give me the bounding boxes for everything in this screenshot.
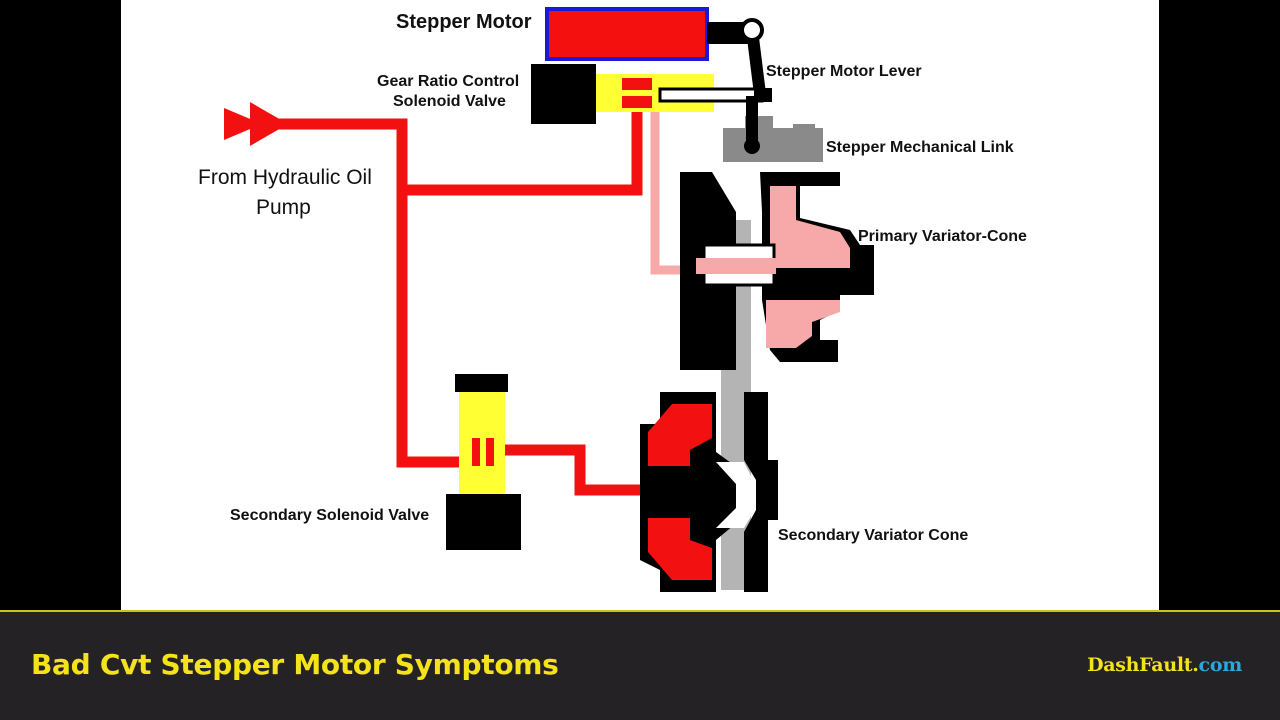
label-secondary-variator-cone: Secondary Variator Cone — [778, 527, 968, 544]
gear-ratio-solenoid-coil — [531, 64, 596, 124]
label-from-pump-line2: Pump — [256, 196, 311, 219]
pump-arrow-icon — [224, 102, 288, 146]
oil-lines — [270, 95, 688, 496]
page-title: Bad Cvt Stepper Motor Symptoms — [31, 648, 559, 681]
label-gear-ratio-line2: Solenoid Valve — [393, 93, 506, 110]
label-stepper-motor: Stepper Motor — [396, 11, 532, 33]
primary-variator-cone — [680, 172, 874, 370]
label-stepper-motor-lever: Stepper Motor Lever — [766, 63, 922, 80]
gear-ratio-spool — [622, 78, 652, 90]
primary-feed-line — [402, 95, 643, 196]
pump-feed-line — [270, 118, 462, 468]
brand-main: DashFault. — [1087, 654, 1199, 676]
label-stepper-mechanical-link: Stepper Mechanical Link — [826, 139, 1014, 156]
footer-bar: Bad Cvt Stepper Motor Symptoms DashFault… — [0, 610, 1280, 720]
secondary-supply-line — [500, 444, 688, 496]
lever-pivot-bottom — [744, 138, 760, 154]
gear-ratio-spool-2 — [622, 96, 652, 108]
secondary-spool-2 — [486, 438, 494, 466]
secondary-solenoid-coil — [446, 494, 521, 550]
lever-clamp — [754, 88, 772, 102]
stepper-motor-shaft — [707, 22, 751, 44]
secondary-solenoid-cap — [455, 374, 508, 392]
stepper-motor — [545, 7, 709, 61]
brand-accent: com — [1198, 654, 1243, 676]
secondary-variator-cone — [640, 392, 778, 592]
secondary-solenoid-body — [459, 392, 505, 496]
label-from-pump-line1: From Hydraulic Oil — [198, 166, 372, 189]
label-secondary-solenoid-valve: Secondary Solenoid Valve — [230, 507, 429, 524]
label-primary-variator-cone: Primary Variator-Cone — [858, 228, 1027, 245]
brand-logo[interactable]: DashFault.com — [1087, 654, 1242, 676]
secondary-spool — [472, 438, 480, 466]
label-gear-ratio-line1: Gear Ratio Control — [377, 73, 519, 90]
lever-pivot-top — [740, 18, 764, 42]
